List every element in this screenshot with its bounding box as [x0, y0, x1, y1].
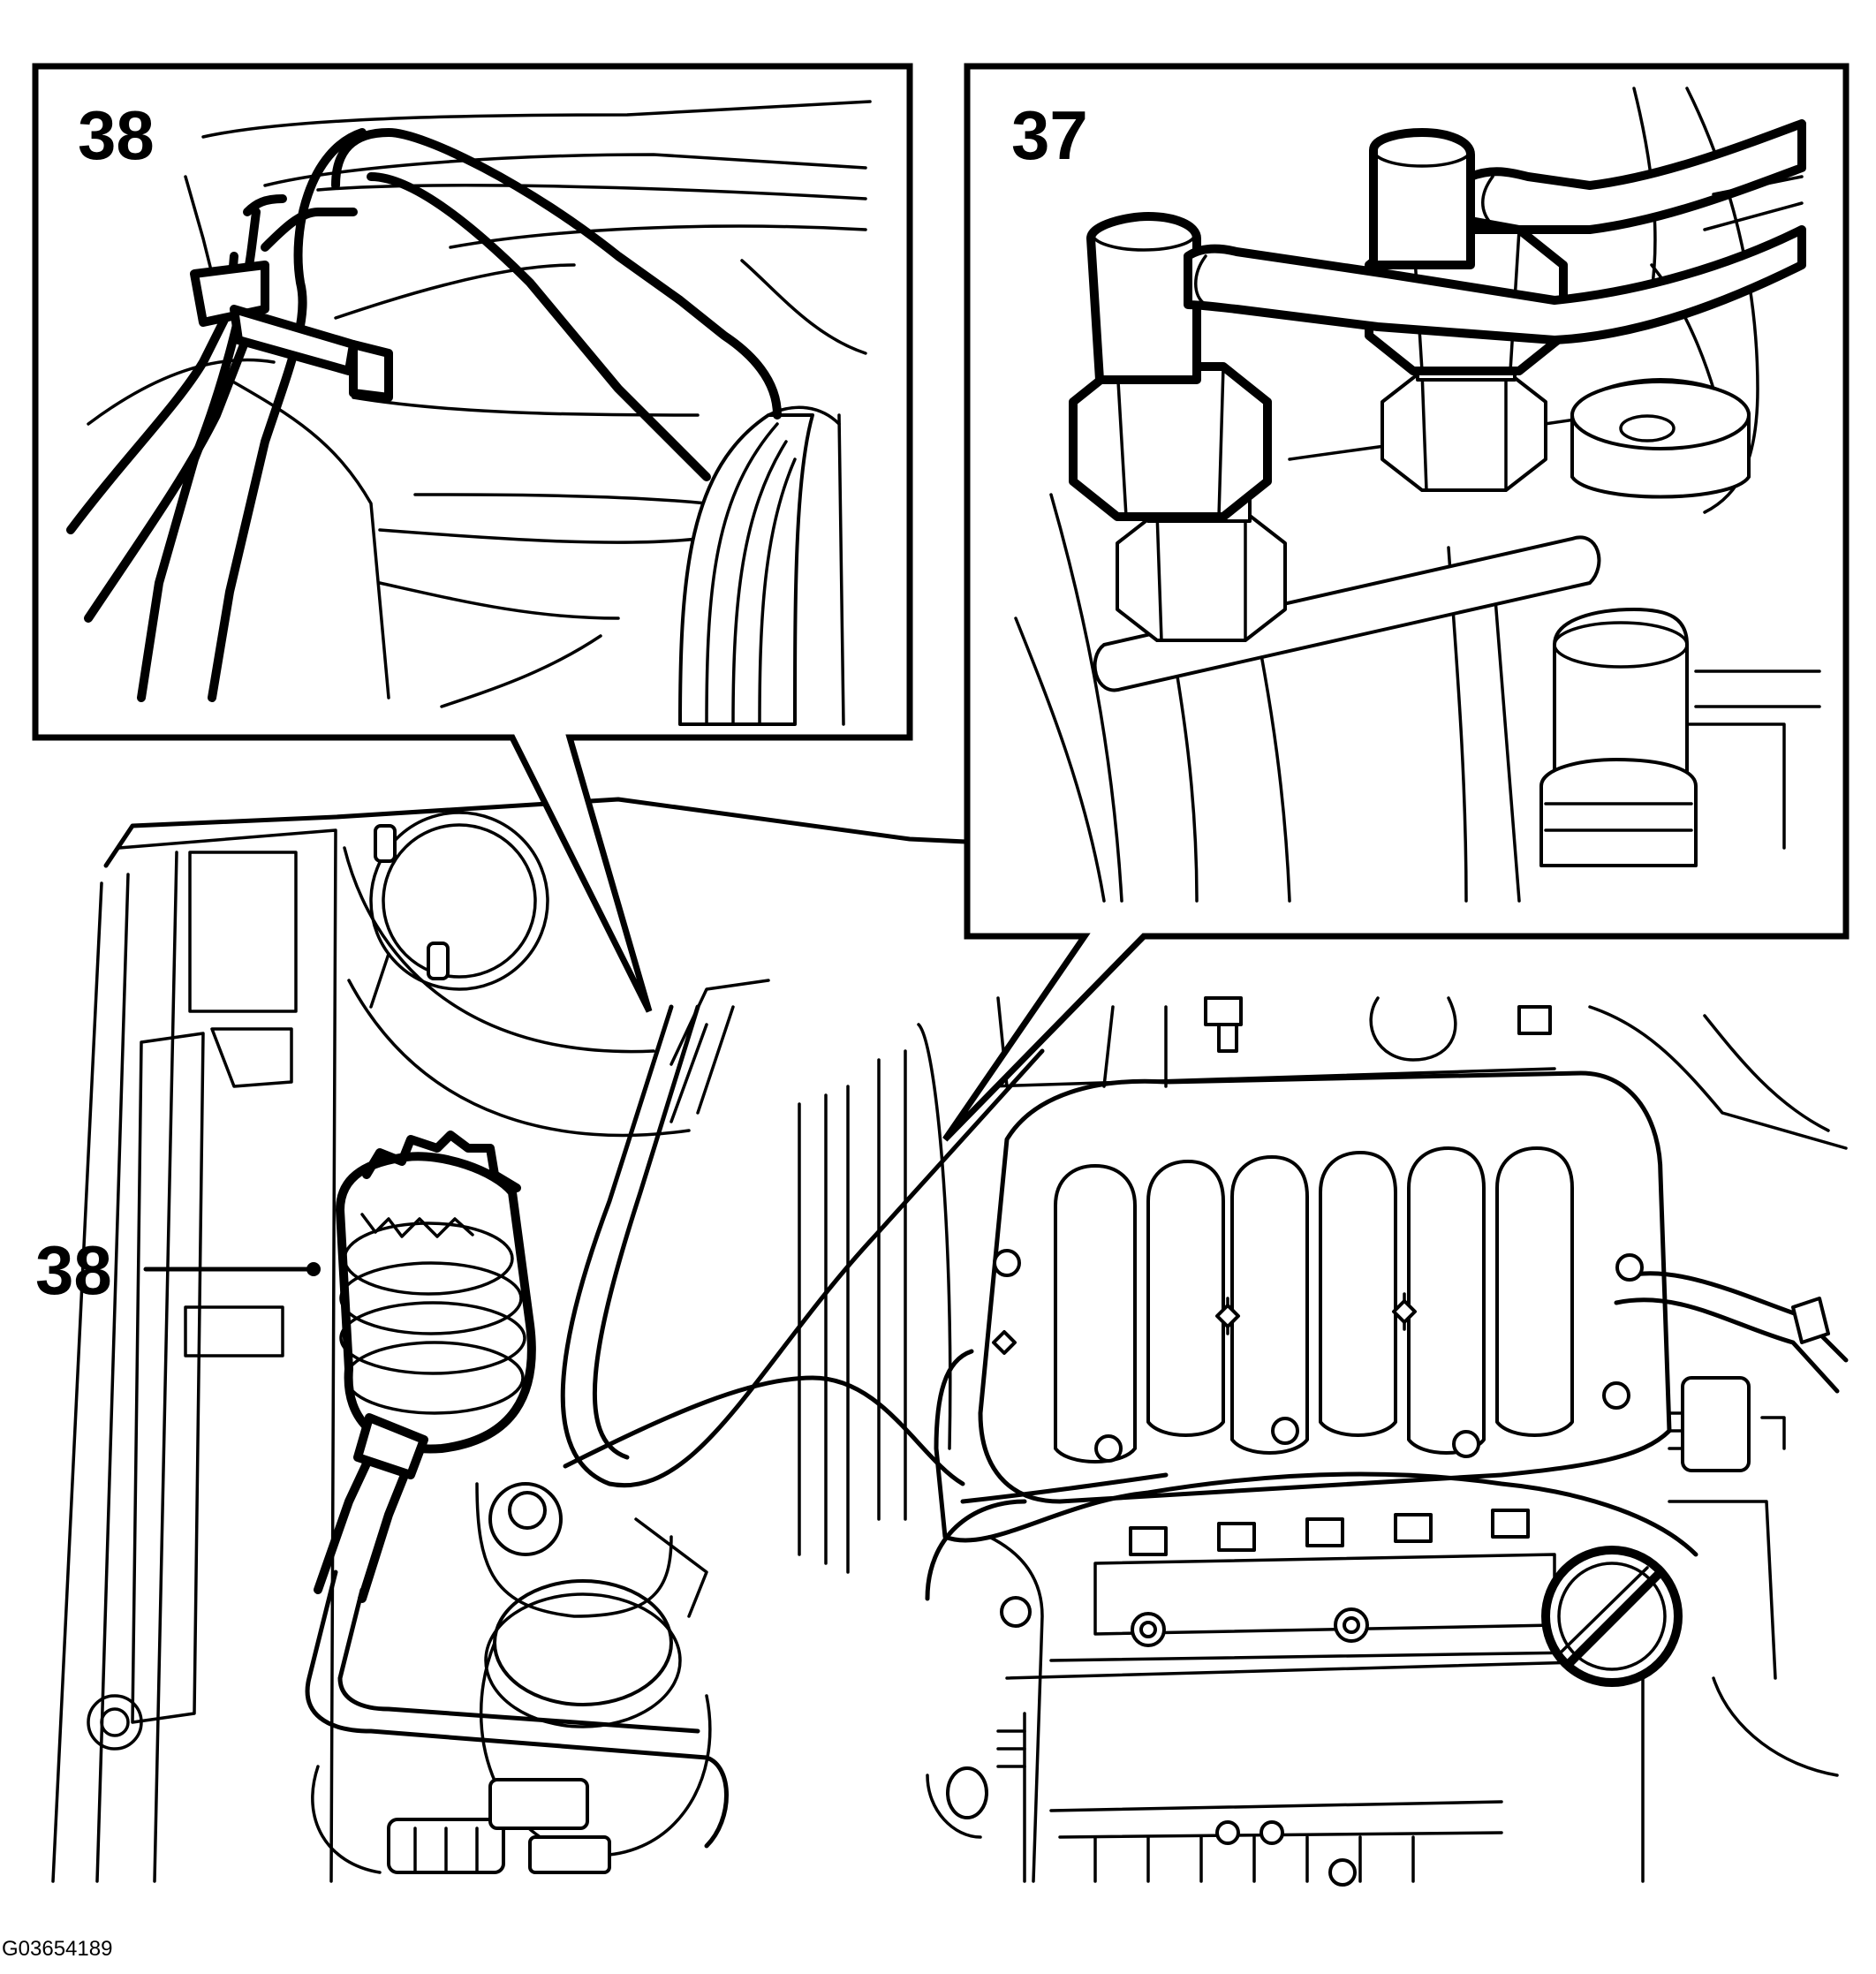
main-view-callout: 38	[35, 1231, 112, 1309]
firewall-pipes	[669, 979, 952, 1574]
strut-tower	[343, 811, 691, 1138]
left-fender-panel	[87, 828, 337, 1883]
main-engine-view	[51, 797, 1849, 1887]
inset-right-callout: 37	[1011, 96, 1088, 174]
right-connector	[1614, 1253, 1849, 1472]
engine-top-detail	[987, 996, 1848, 1150]
main-callout-38: 38	[35, 1231, 321, 1309]
fuel-rail	[925, 1499, 1645, 1887]
lower-engine-components	[311, 1482, 712, 1874]
inset-detail-right: 37	[942, 63, 1850, 1142]
inset-detail-left: 38	[32, 63, 913, 1013]
oil-filler-cap	[1541, 1546, 1683, 1687]
figure-id: G03654189	[2, 1937, 113, 1961]
coolant-reservoir	[305, 1131, 729, 1849]
inset-left-callout: 38	[78, 96, 155, 174]
intake-manifold	[978, 1070, 1672, 1504]
